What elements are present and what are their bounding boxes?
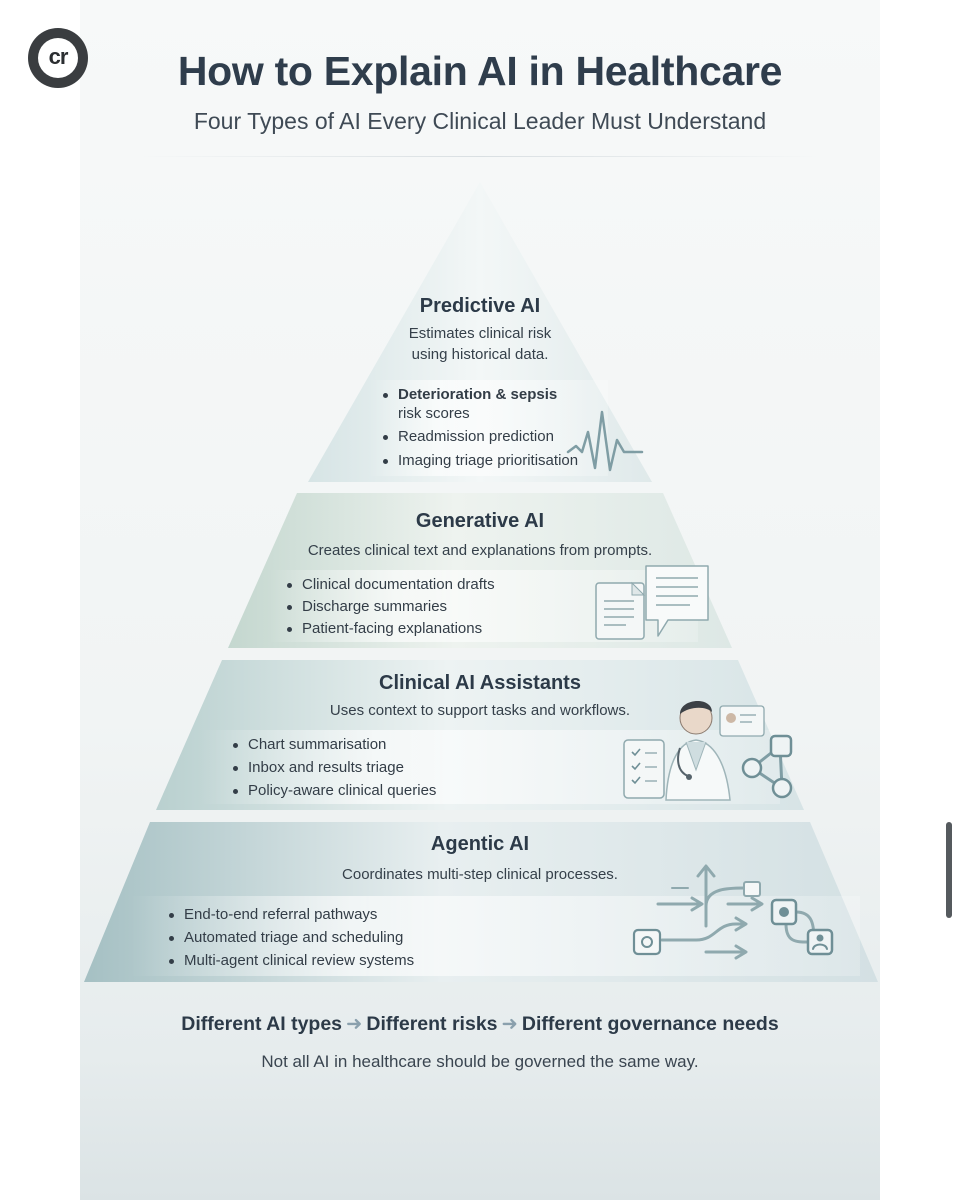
summary-step-3: Different governance needs — [521, 1013, 779, 1035]
tier-assistants-bullets: Chart summarisation Inbox and results tr… — [231, 734, 436, 802]
tier-assistants-bullet-2: Inbox and results triage — [231, 757, 436, 779]
tier-generative-bullets: Clinical documentation drafts Discharge … — [285, 574, 495, 640]
tier-assistants-description: Uses context to support tasks and workfl… — [329, 702, 631, 719]
tier-predictive-bullet-1: Deterioration & sepsis — [381, 384, 578, 406]
arrow-right-icon: ➜ — [501, 1013, 518, 1035]
tier-predictive-description-line-1: Estimates clinical risk — [408, 325, 552, 342]
tier-predictive-description: Estimates clinical risk using historical… — [358, 323, 602, 365]
summary-footnote: Not all AI in healthcare should be gover… — [261, 1052, 699, 1071]
tier-predictive-bullets: Deterioration & sepsis risk scores Readm… — [381, 384, 578, 472]
tier-agentic-bullet-1: End-to-end referral pathways — [167, 904, 414, 926]
tier-predictive-bullet-3: Imaging triage prioritisation — [381, 450, 578, 472]
summary-step-1: Different AI types — [181, 1013, 343, 1035]
tier-generative-bullet-1: Clinical documentation drafts — [285, 574, 495, 596]
heartbeat-waveform-icon — [566, 410, 644, 472]
tier-generative-bullet-2: Discharge summaries — [285, 596, 495, 618]
tier-assistants-bullet-3: Policy-aware clinical queries — [231, 780, 436, 802]
tier-agentic-bullet-3: Multi-agent clinical review systems — [167, 950, 414, 972]
cr-logo[interactable]: cr — [28, 28, 88, 88]
summary-chain: Different AI types➜Different risks➜Diffe… — [80, 1012, 880, 1036]
clinician-with-checklist-icon — [623, 700, 793, 801]
summary-step-2: Different risks — [366, 1013, 498, 1035]
tier-generative-bullet-3: Patient-facing explanations — [285, 618, 495, 640]
workflow-arrows-icon — [632, 864, 834, 960]
tier-agentic-description: Coordinates multi-step clinical processe… — [342, 866, 618, 883]
scrollbar-thumb[interactable] — [946, 822, 952, 918]
header-divider — [140, 156, 820, 157]
tier-predictive-description-line-2: using historical data. — [411, 346, 549, 363]
tier-agentic-band — [130, 896, 860, 976]
tier-assistants-title: Clinical AI Assistants — [379, 672, 581, 694]
tier-predictive-bullet-1-note: risk scores — [381, 406, 578, 426]
tier-predictive-band — [368, 380, 608, 476]
tier-predictive-bullet-note: risk scores — [398, 405, 470, 422]
tier-agentic-bullet-2: Automated triage and scheduling — [167, 927, 414, 949]
page-title: How to Explain AI in Healthcare — [177, 48, 783, 94]
tier-predictive-title: Predictive AI — [419, 295, 541, 317]
tier-generative-title: Generative AI — [415, 510, 545, 532]
tier-agentic-title: Agentic AI — [430, 833, 530, 855]
logo-text: cr — [38, 38, 78, 78]
tier-assistants-bullet-1: Chart summarisation — [231, 734, 436, 756]
tier-generative-description: Creates clinical text and explanations f… — [307, 542, 653, 559]
tier-predictive-bullet-2: Readmission prediction — [381, 426, 578, 448]
page-subtitle: Four Types of AI Every Clinical Leader M… — [193, 108, 767, 134]
arrow-right-icon: ➜ — [346, 1013, 363, 1035]
documents-icon — [595, 565, 709, 640]
tier-agentic-bullets: End-to-end referral pathways Automated t… — [167, 904, 414, 972]
